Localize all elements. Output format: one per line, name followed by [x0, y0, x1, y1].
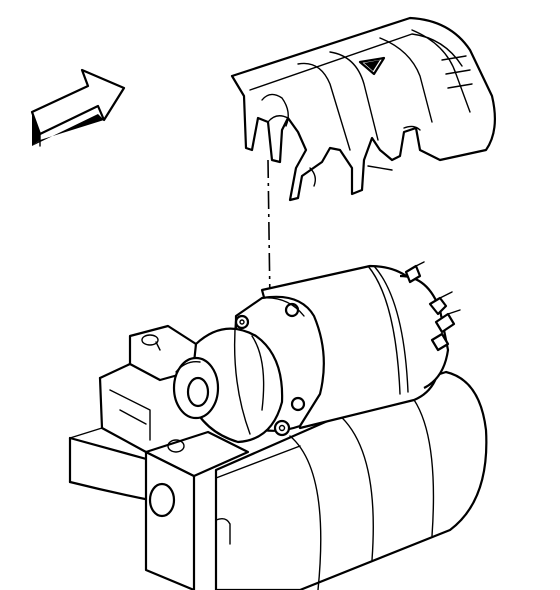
starter-motor-icon: [172, 261, 488, 590]
heat-shield-icon: [230, 16, 497, 202]
alignment-line: [267, 159, 271, 305]
arrow-icon: [30, 68, 126, 147]
